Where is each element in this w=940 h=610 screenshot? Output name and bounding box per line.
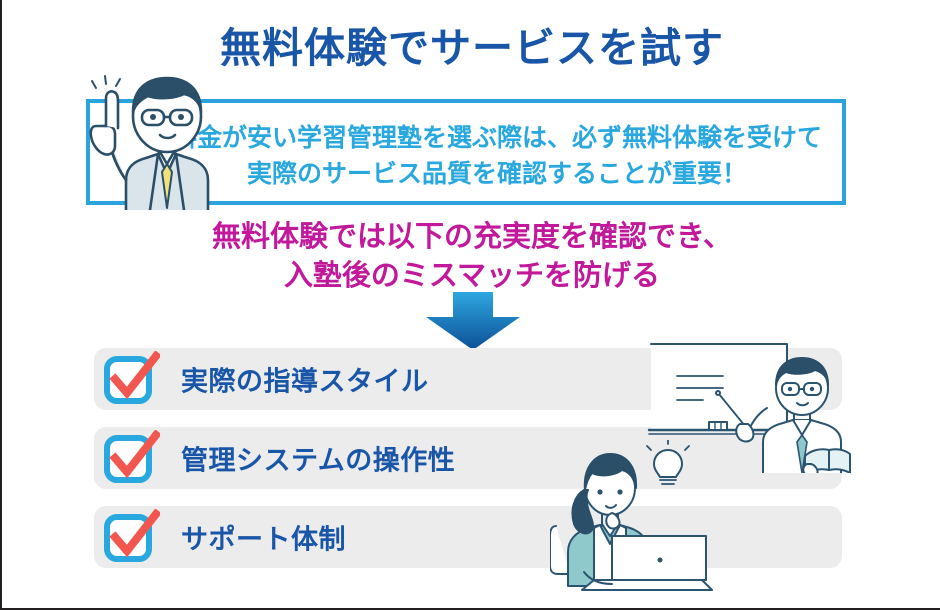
callout-line-2: 実際のサービス品質を確認することが重要！ xyxy=(246,160,747,189)
checkbox-checked-icon[interactable] xyxy=(102,429,162,488)
checkbox-checked-icon[interactable] xyxy=(102,350,162,409)
callout-text: 料金が安い学習管理塾を選ぶ際は、必ず無料体験を受けて 実際のサービス品質を確認す… xyxy=(152,120,842,193)
teacher-at-whiteboard-icon xyxy=(647,343,851,473)
list-item[interactable]: サポート体制 xyxy=(94,506,842,568)
woman-at-laptop-icon xyxy=(550,440,713,591)
page-title: 無料体験でサービスを試す xyxy=(220,25,724,71)
lead-line-1: 無料体験では以下の充実度を確認でき、 xyxy=(212,221,732,253)
list-item[interactable]: 管理システムの操作性 xyxy=(94,427,842,489)
list-item-label: 管理システムの操作性 xyxy=(181,445,456,476)
man-pointing-up-icon xyxy=(89,75,210,210)
lead-text: 無料体験では以下の充実度を確認でき、 入塾後のミスマッチを防げる xyxy=(2,218,940,296)
list-item-label: 実際の指導スタイル xyxy=(181,366,429,397)
list-item-label: サポート体制 xyxy=(181,524,346,555)
lead-line-2: 入塾後のミスマッチを防げる xyxy=(283,260,661,293)
checkbox-checked-icon[interactable] xyxy=(102,508,162,567)
callout-line-1: 料金が安い学習管理塾を選ぶ際は、必ず無料体験を受けて xyxy=(171,124,822,152)
callout-box xyxy=(86,99,846,205)
arrow-down-icon xyxy=(426,292,520,350)
